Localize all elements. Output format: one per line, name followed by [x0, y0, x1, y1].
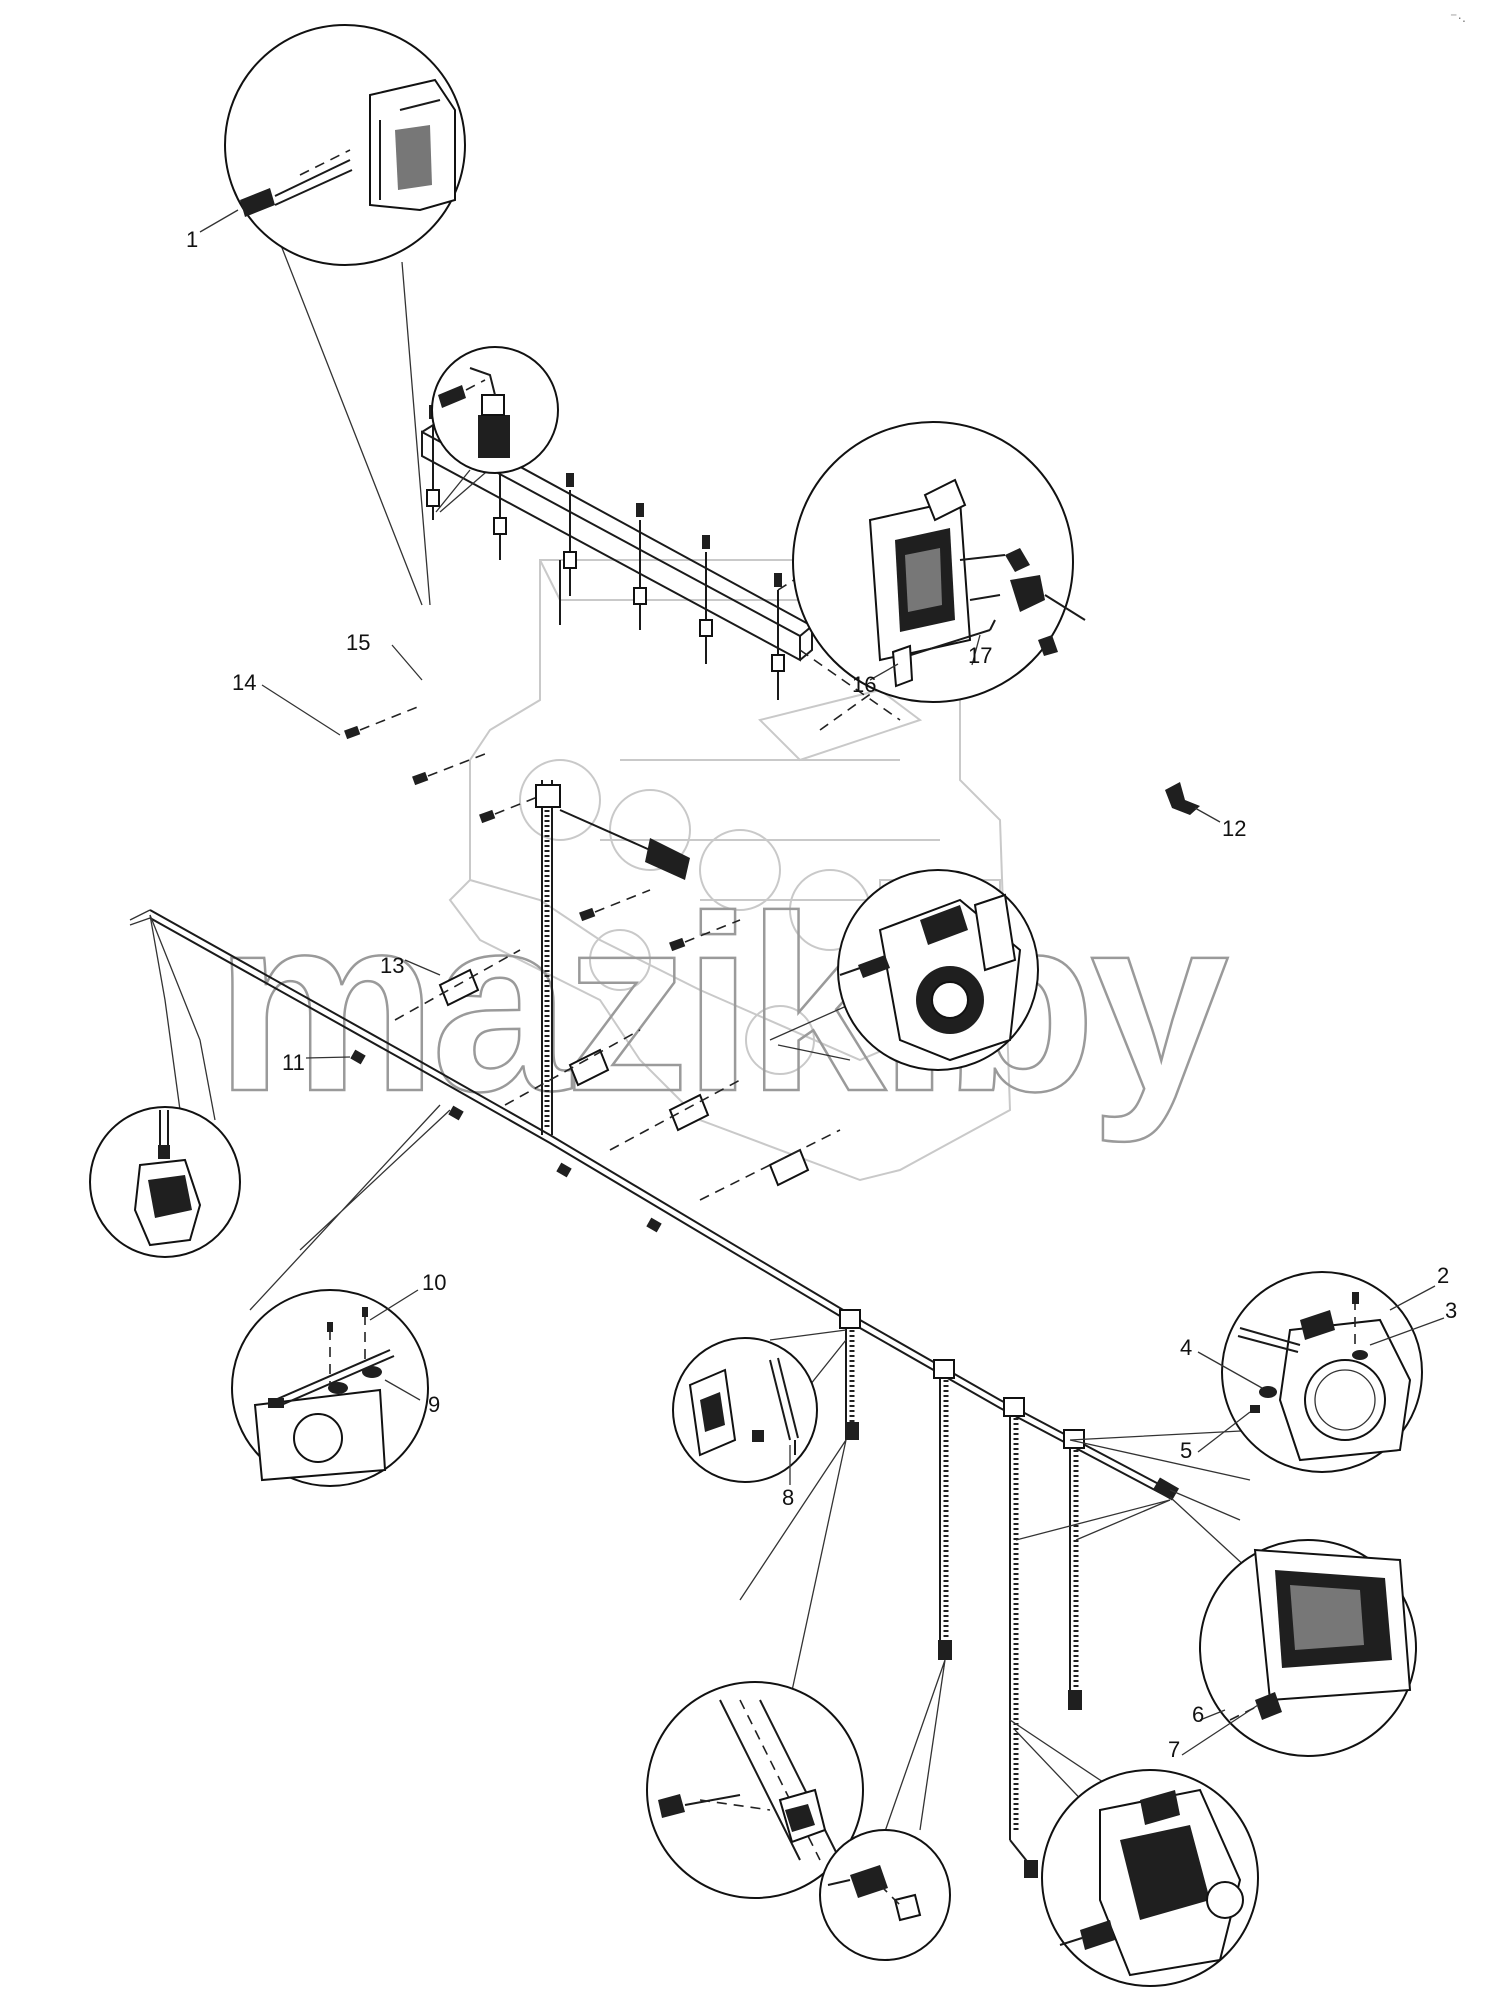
bracket-part-12	[1165, 782, 1221, 823]
callout-16: 16	[852, 672, 876, 697]
detail-view-sensor-9-10	[231, 1104, 451, 1487]
injector-riser	[771, 573, 785, 700]
harness-branch	[839, 1309, 861, 1440]
callout-10: 10	[422, 1270, 446, 1295]
callout-1: 1	[186, 227, 198, 252]
watermark-text: mazik.by	[215, 864, 1228, 1143]
callout-11: 11	[282, 1050, 305, 1075]
clamp	[394, 949, 521, 1021]
harness-fasteners	[350, 1049, 662, 1233]
main-harness	[129, 909, 1180, 1878]
injector-harness-rail	[421, 405, 921, 721]
callout-5: 5	[1180, 1438, 1192, 1463]
callout-4: 4	[1180, 1335, 1192, 1360]
harness-branch	[933, 1359, 955, 1660]
harness-clamps	[394, 949, 841, 1201]
clamp	[699, 1129, 841, 1201]
bolt	[579, 889, 651, 922]
detail-view-ecu	[792, 421, 1086, 731]
harness-branch	[1063, 1429, 1085, 1710]
harness-trunk	[535, 780, 690, 1135]
clamp	[609, 1079, 741, 1151]
callout-15: 15	[346, 630, 370, 655]
bolt	[412, 751, 491, 786]
callout-13: 13	[380, 953, 404, 978]
detail-view-connector	[431, 346, 559, 513]
callout-9: 9	[428, 1392, 440, 1417]
callout-leaders	[261, 634, 1445, 1756]
clamp	[504, 1029, 641, 1106]
injector-riser	[563, 473, 577, 596]
callout-6: 6	[1192, 1702, 1204, 1727]
detail-view-fuel-pump	[769, 869, 1039, 1071]
engine-block-ghost	[448, 559, 1012, 1182]
detail-view-small-sensor	[819, 1659, 951, 1961]
detail-view-injection-pump	[1009, 1719, 1259, 1987]
injector-riser	[633, 503, 647, 630]
corner-mark: ⁻·.	[1450, 9, 1466, 25]
callout-12: 12	[1222, 816, 1246, 841]
detail-view-ecu-board	[1015, 1489, 1417, 1757]
callout-3: 3	[1445, 1298, 1457, 1323]
bolt	[669, 919, 741, 952]
detail-view-sensor-8	[672, 1329, 847, 1483]
injector-riser	[699, 535, 713, 664]
callout-8: 8	[782, 1485, 794, 1510]
bolt	[344, 705, 421, 740]
detail-view-sensor-1	[199, 24, 466, 606]
callout-labels: 1 2 3 4 5 6 7 8 9 10 11 12 13 14 15 16 1…	[186, 227, 1457, 1762]
detail-view-crank-sensor	[646, 1439, 864, 1899]
harness-branch	[1003, 1397, 1038, 1878]
callout-7: 7	[1168, 1737, 1180, 1762]
callout-2: 2	[1437, 1263, 1449, 1288]
callout-17: 17	[968, 643, 992, 668]
detail-view-valve	[1069, 1271, 1423, 1481]
detail-view-left-sensor	[89, 1106, 241, 1258]
callout-14: 14	[232, 670, 256, 695]
